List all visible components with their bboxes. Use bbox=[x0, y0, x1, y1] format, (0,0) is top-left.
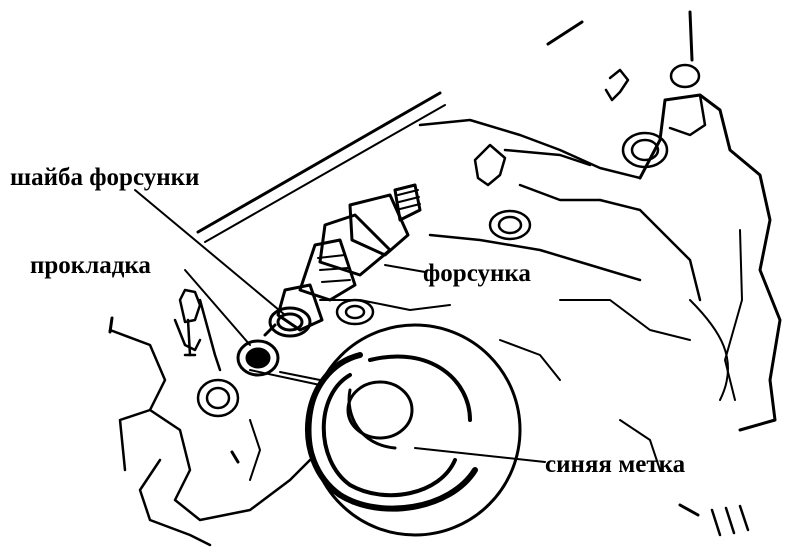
leader-line-washer bbox=[134, 189, 286, 316]
leader-line-injector bbox=[384, 264, 426, 273]
engine-block bbox=[108, 10, 782, 547]
gasket-drawing bbox=[236, 339, 280, 377]
injector-drawing bbox=[263, 183, 422, 338]
label-gasket: прокладка bbox=[30, 252, 151, 279]
detail-magnifier bbox=[305, 323, 522, 537]
leader-lines bbox=[134, 189, 546, 463]
label-blue-mark: синяя метка bbox=[545, 451, 686, 478]
fittings bbox=[178, 68, 630, 357]
label-injector: форсунка bbox=[423, 260, 531, 287]
label-injector-washer: шайба форсунки bbox=[10, 164, 200, 191]
bolt-bosses bbox=[196, 63, 701, 418]
leader-line-blue-mark bbox=[414, 447, 546, 463]
leader-line-gasket bbox=[184, 269, 251, 346]
